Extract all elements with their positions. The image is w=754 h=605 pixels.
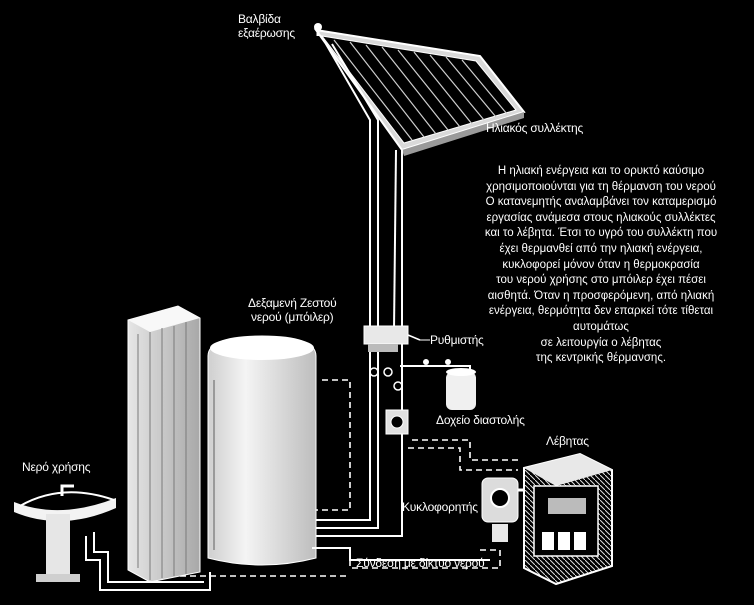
description-line: σε λειτουργία ο λέβητας (540, 336, 662, 349)
description-line: της κεντρικής θέρμανσης. (535, 352, 667, 365)
description-line: ενέργεια, θερμότητα δεν επαρκεί τότε τίθ… (488, 305, 714, 318)
water-pipes (85, 532, 490, 591)
description-line: και το λέβητα. Έτσι το υγρό του συλλέκτη… (484, 227, 718, 240)
air-release-valve (314, 23, 322, 36)
boiler-label: Λέβητας (546, 434, 589, 448)
tank-label: Δεξαμενή Ζεστού νερού (μπόιλερ) (248, 296, 337, 324)
pump-label: Κυκλοφορητής (402, 500, 478, 514)
tank-label-line-1: Δεξαμενή Ζεστού (248, 296, 337, 310)
description-text: Η ηλιακή ενέργεια και το ορυκτό καύσιμο … (452, 164, 750, 367)
expansion-vessel (400, 359, 476, 410)
dashed-circuits (150, 379, 520, 577)
description-line: κυκλοφορεί μόνον όταν η θερμοκρασία (502, 258, 700, 271)
description-line: χρησιμοποιούνται για τη θέρμανση του νερ… (486, 180, 716, 193)
controller-unit (363, 325, 421, 435)
hot-water-tank (207, 335, 317, 566)
valve-label-line-1: Βαλβίδα (238, 12, 281, 26)
expansion-label: Δοχείο διαστολής (436, 413, 525, 427)
radiator-unit (127, 305, 201, 583)
controller-label: Ρυθμιστής (430, 333, 484, 347)
water-use-label: Νερό χρήσης (22, 460, 91, 474)
description-line: Ο κατανεμητής αναλαμβάνει τον καταμερισμ… (485, 196, 717, 209)
collector-pipes (312, 43, 403, 537)
description-line: Η ηλιακή ενέργεια και το ορυκτό καύσιμο (497, 165, 705, 177)
valve-label: Βαλβίδα εξαέρωσης (238, 12, 295, 40)
description-line: αυτομάτως (573, 320, 629, 333)
tank-label-line-2: νερού (μπόιλερ) (251, 310, 334, 324)
description-line: του νερού χρήσης στο μπόιλερ έχει πέσει (496, 274, 706, 287)
description-line: εργασίας ανάμεσα στους ηλιακούς συλλέκτε… (486, 211, 716, 224)
valve-label-line-2: εξαέρωσης (238, 26, 295, 40)
solar-collector (313, 28, 526, 156)
circulation-pump (481, 477, 524, 542)
description-line: έχει θερμανθεί από την ηλιακή ενέργεια, (499, 242, 703, 255)
mains-label: Σύνδεση με δίκτυο νερού (356, 556, 485, 570)
collector-label: Ηλιακός συλλέκτης (486, 121, 584, 135)
description-line: αισθητά. Όταν η προσφερόμενη, από ηλιακή (487, 289, 715, 302)
gas-boiler (523, 452, 613, 586)
wash-basin (14, 484, 116, 582)
